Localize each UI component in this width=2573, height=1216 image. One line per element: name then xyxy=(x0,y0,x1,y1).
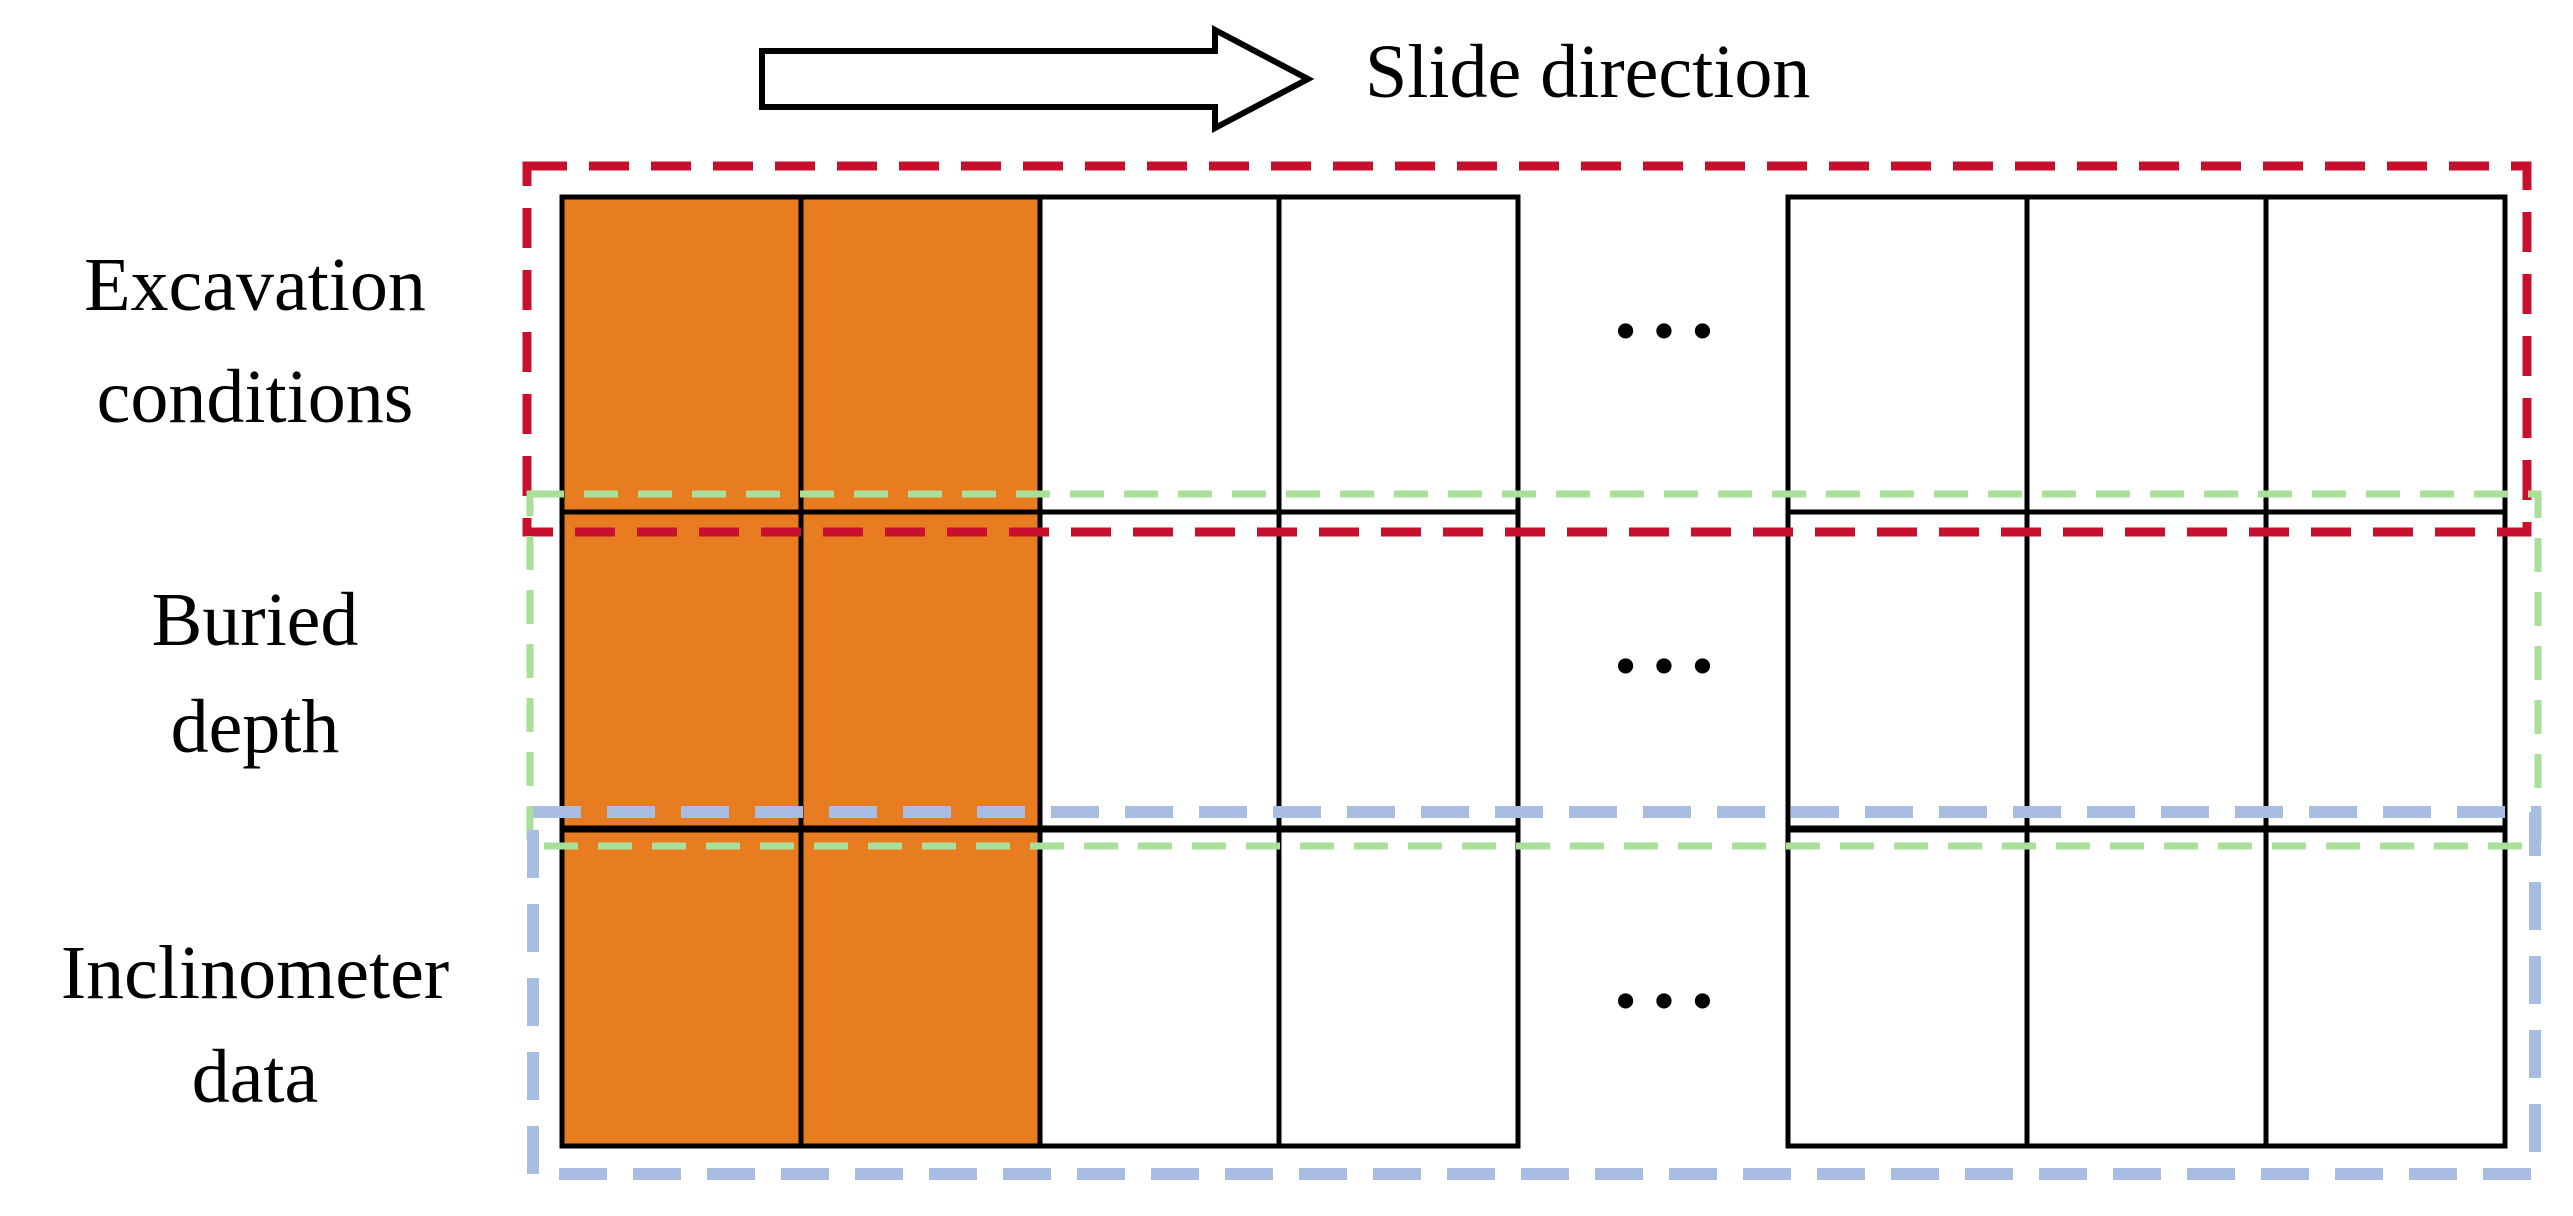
grid-cell xyxy=(2024,194,2269,516)
grid-cell xyxy=(1276,509,1521,831)
grid-cell-filled xyxy=(559,509,804,831)
row-label-buried-line-2: depth xyxy=(171,685,340,769)
row-label-excavation-line-1: Excavation xyxy=(84,243,426,327)
slide-arrow-icon xyxy=(759,25,1315,133)
row-label-inclinometer-line-1: Inclinometer xyxy=(61,931,449,1015)
data-grid xyxy=(559,194,2508,1149)
excavation-window-highlight xyxy=(522,161,2532,537)
grid-cell-filled xyxy=(798,509,1043,831)
column-ellipses: • • • • • • • • • xyxy=(1614,295,1713,1036)
grid-cell xyxy=(2024,509,2269,831)
grid-cell xyxy=(1785,827,2030,1149)
row-label-buried-line-1: Buried xyxy=(152,578,359,662)
row-labels: Excavation conditions Buried depth Incli… xyxy=(61,243,449,1119)
buried-depth-window-highlight xyxy=(526,490,2542,850)
row-label-excavation-line-2: conditions xyxy=(97,355,414,439)
inclinometer-window-highlight xyxy=(527,806,2541,1180)
grid-cell xyxy=(2024,827,2269,1149)
grid-cell xyxy=(1037,827,1282,1149)
grid-cell-filled xyxy=(798,194,1043,516)
row-label-inclinometer-line-2: data xyxy=(192,1035,319,1119)
grid-cell xyxy=(1037,194,1282,516)
grid-cell xyxy=(2263,827,2508,1149)
grid-cell xyxy=(1037,509,1282,831)
slide-direction-label: Slide direction xyxy=(1365,30,1810,114)
ellipsis-row-3: • • • xyxy=(1614,965,1713,1036)
grid-cell xyxy=(2263,194,2508,516)
grid-cell xyxy=(2263,509,2508,831)
grid-cell xyxy=(1785,194,2030,516)
ellipsis-row-2: • • • xyxy=(1614,630,1713,701)
window-highlights xyxy=(522,161,2542,1180)
grid-cell-filled xyxy=(559,827,804,1149)
grid-cell xyxy=(1276,194,1521,516)
slide-direction-indicator: Slide direction xyxy=(759,25,1810,133)
grid-cell-filled xyxy=(559,194,804,516)
grid-cell xyxy=(1785,509,2030,831)
grid-cell-filled xyxy=(798,827,1043,1149)
grid-cell xyxy=(1276,827,1521,1149)
ellipsis-row-1: • • • xyxy=(1614,295,1713,366)
